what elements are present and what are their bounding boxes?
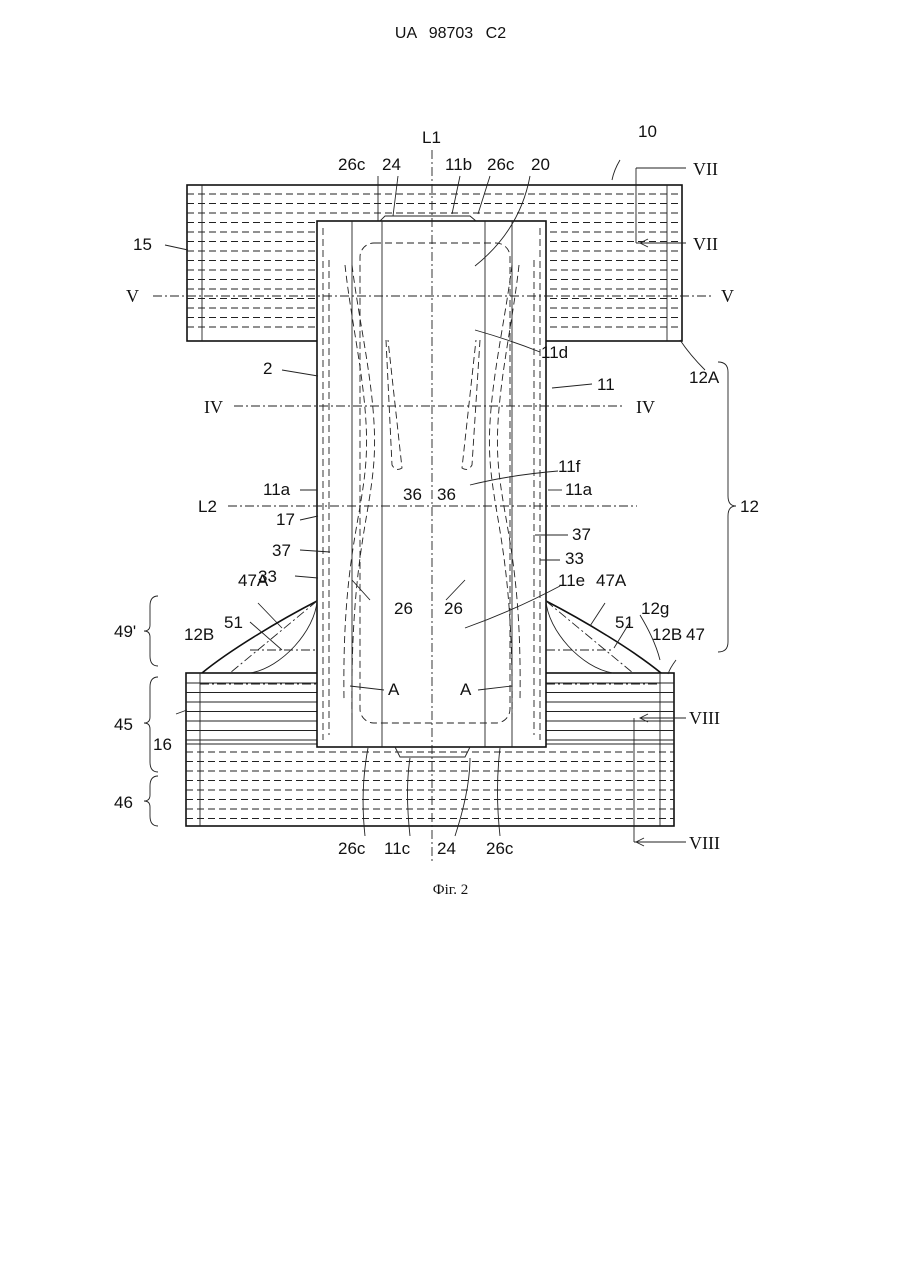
label-47A-left: 47A (238, 571, 269, 590)
label-37-right: 37 (572, 525, 591, 544)
label-IV-left: IV (204, 397, 223, 417)
label-11a-left: 11a (263, 480, 291, 499)
label-11: 11 (597, 375, 615, 394)
label-33-right: 33 (565, 549, 584, 568)
label-26c-bottom-right: 26c (486, 839, 514, 858)
label-47: 49' (114, 622, 136, 641)
label-51-left: 51 (224, 613, 243, 632)
label-24-bottom: 24 (437, 839, 456, 858)
label-17: 17 (276, 510, 295, 529)
label-51-right: 51 (615, 613, 634, 632)
label-V-left: V (126, 286, 139, 306)
crotch-body (317, 216, 546, 757)
label-46: 46 (114, 793, 133, 812)
label-VII-mid: VII (693, 234, 718, 254)
label-26c-top-left: 26c (338, 155, 366, 174)
label-37-left: 37 (272, 541, 291, 560)
label-11a-right: 11a (565, 480, 593, 499)
label-12B: 47 (686, 625, 705, 644)
label-49prime-left: 12B (184, 625, 214, 644)
label-VIII-mid: VIII (689, 708, 720, 728)
label-2: 2 (263, 359, 272, 378)
label-VIII-bottom: VIII (689, 833, 720, 853)
label-11b: 11b (445, 155, 472, 174)
label-15: 15 (133, 235, 152, 254)
label-12A: 12A (689, 368, 720, 387)
label-24-top: 24 (382, 155, 401, 174)
label-11e: 11e (558, 571, 585, 590)
label-16: 16 (153, 735, 172, 754)
label-L1: L1 (422, 128, 441, 147)
label-VII-top: VII (693, 159, 718, 179)
label-26c-bottom-left: 26c (338, 839, 366, 858)
figure-caption: Фіг. 2 (0, 882, 901, 899)
label-36-right: 36 (437, 485, 456, 504)
label-49prime-right: 12B (652, 625, 682, 644)
label-12g: 12g (641, 599, 669, 618)
label-11f: 11f (558, 457, 581, 476)
label-47A-right: 47A (596, 571, 627, 590)
label-11d: 11d (541, 343, 568, 362)
label-V-right: V (721, 286, 734, 306)
label-IV-right: IV (636, 397, 655, 417)
label-12: 12 (740, 497, 759, 516)
label-20: 20 (531, 155, 550, 174)
label-36-left: 36 (403, 485, 422, 504)
label-10: 10 (638, 122, 657, 141)
label-26c-top-right: 26c (487, 155, 515, 174)
label-26-left: 26 (394, 599, 413, 618)
label-L2: L2 (198, 497, 217, 516)
label-45: 45 (114, 715, 133, 734)
label-26-right: 26 (444, 599, 463, 618)
label-A-right: A (460, 680, 472, 699)
label-A-left: A (388, 680, 400, 699)
label-11c: 11c (384, 839, 411, 858)
